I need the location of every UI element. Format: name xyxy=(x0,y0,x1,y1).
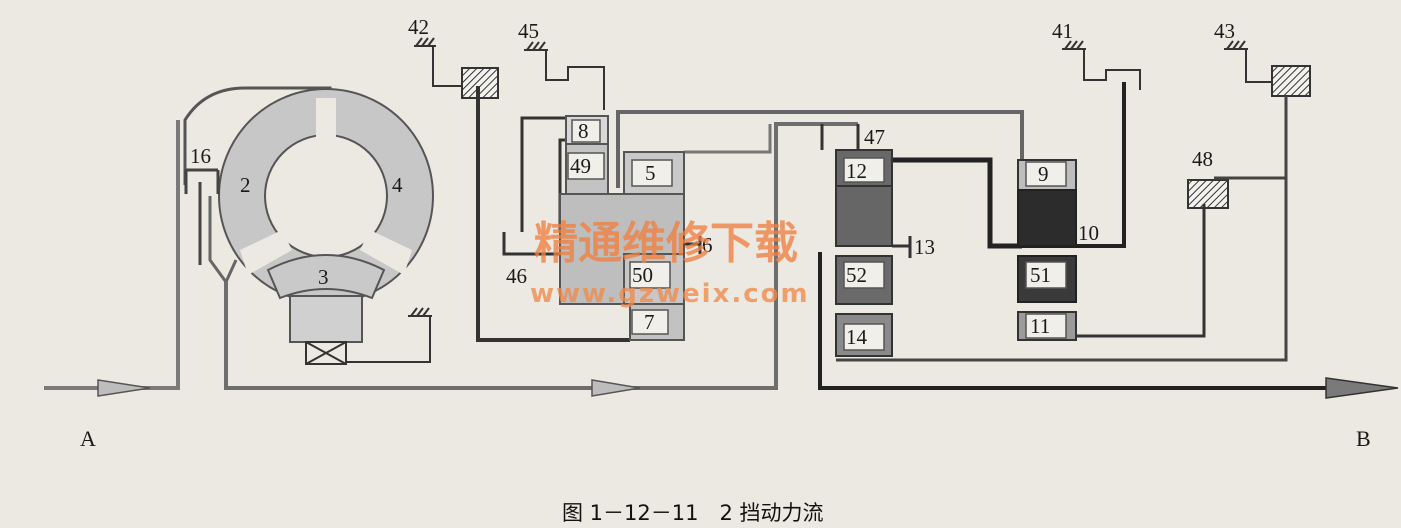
label-12: 12 xyxy=(846,159,867,183)
ground-symbol-bottom xyxy=(346,307,432,363)
label-6: 6 xyxy=(702,233,713,257)
label-11: 11 xyxy=(1030,314,1050,338)
label-a: A xyxy=(80,426,96,451)
carrier-block-rear xyxy=(835,185,893,247)
converter-housing xyxy=(183,86,332,185)
label-45: 45 xyxy=(518,19,539,43)
label-8: 8 xyxy=(578,119,589,143)
label-10: 10 xyxy=(1078,221,1099,245)
label-48: 48 xyxy=(1192,147,1213,171)
arrow-middle xyxy=(591,379,641,397)
label-41: 41 xyxy=(1052,19,1073,43)
stator-3 xyxy=(266,254,386,300)
one-way-clutch-block xyxy=(289,295,363,343)
lockup-clutch-16 xyxy=(184,168,220,265)
torque-converter xyxy=(183,86,434,365)
watermark-url: www.gzweix.com xyxy=(530,279,810,309)
label-7: 7 xyxy=(644,310,655,334)
brake-anchor-48 xyxy=(1187,179,1229,209)
power-flow-lines xyxy=(44,82,1330,390)
label-b: B xyxy=(1356,426,1371,451)
label-13: 13 xyxy=(914,235,935,259)
watermark-text: 精通维修下载 xyxy=(534,218,798,269)
label-50: 50 xyxy=(632,263,653,287)
label-51: 51 xyxy=(1030,263,1051,287)
ground-symbol-45 xyxy=(524,41,605,110)
brake-anchor-43 xyxy=(1271,65,1311,97)
ground-symbol-43 xyxy=(1224,40,1272,83)
label-14: 14 xyxy=(846,325,868,349)
figure-caption: 图 1－12－11 2 挡动力流 xyxy=(562,501,824,525)
carrier-10 xyxy=(1017,189,1077,247)
ground-symbol-42 xyxy=(414,37,462,87)
label-2: 2 xyxy=(240,173,251,197)
label-5: 5 xyxy=(645,161,656,185)
label-52: 52 xyxy=(846,263,867,287)
label-4: 4 xyxy=(392,173,403,197)
label-42: 42 xyxy=(408,15,429,39)
label-43: 43 xyxy=(1214,19,1235,43)
label-46: 46 xyxy=(506,264,527,288)
label-16: 16 xyxy=(190,144,211,168)
label-49: 49 xyxy=(570,154,591,178)
arrow-output xyxy=(1325,377,1399,399)
ground-symbol-41 xyxy=(1062,40,1141,90)
label-9: 9 xyxy=(1038,162,1049,186)
arrow-input xyxy=(97,379,151,397)
label-47: 47 xyxy=(864,125,885,149)
label-3: 3 xyxy=(318,265,329,289)
